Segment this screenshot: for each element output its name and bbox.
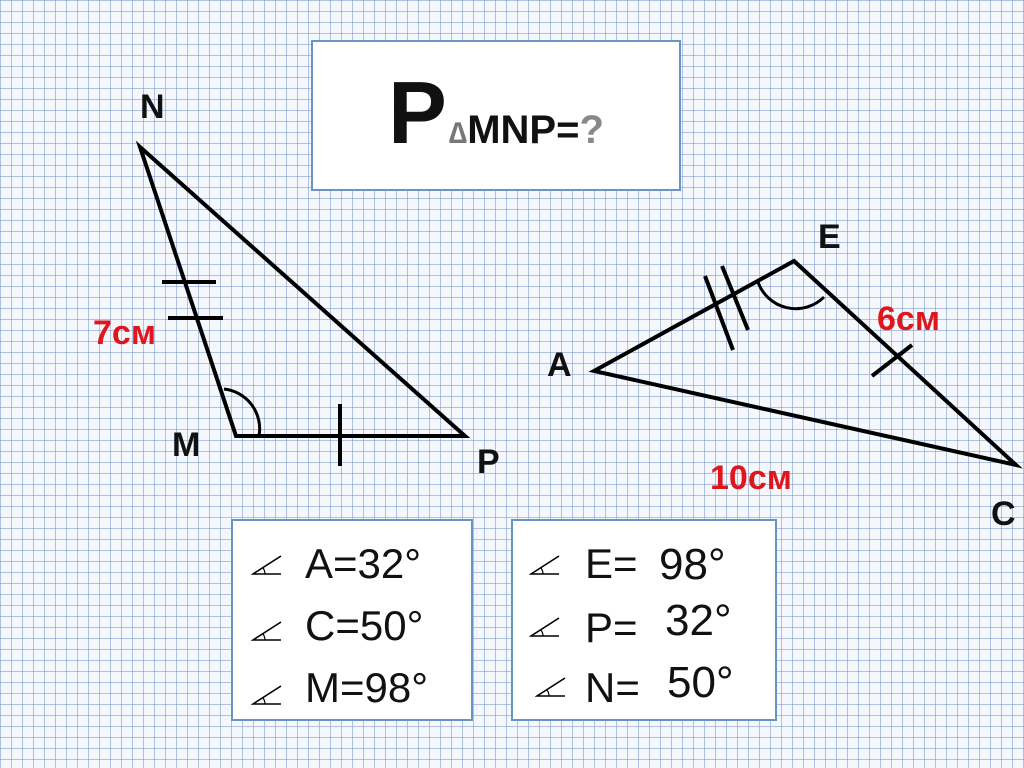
angle-icon bbox=[251, 685, 282, 705]
angle-row-p: P= 32° bbox=[513, 599, 775, 659]
angle-icon bbox=[529, 617, 560, 637]
side-length-nm: 7см bbox=[93, 314, 156, 352]
angle-answer: 50° bbox=[661, 661, 740, 705]
angle-text: M=98° bbox=[305, 664, 429, 711]
triangle-mnp bbox=[135, 140, 471, 438]
vertex-label-m: M bbox=[172, 426, 201, 464]
tick-ec bbox=[870, 343, 914, 378]
angle-icon bbox=[529, 555, 560, 575]
tick-ae-1 bbox=[703, 275, 735, 351]
title-box: P∆MNP=? bbox=[311, 40, 681, 191]
side-length-ec: 6см bbox=[877, 300, 940, 338]
angle-icon bbox=[251, 621, 282, 641]
angle-icon bbox=[251, 555, 282, 575]
angle-row-m: M=98° bbox=[233, 661, 471, 721]
angle-row-c: C=50° bbox=[233, 599, 471, 659]
angle-text: N= bbox=[585, 664, 640, 711]
given-angles-box: A=32° C=50° M=98° bbox=[231, 519, 473, 721]
vertex-label-c: C bbox=[991, 495, 1016, 533]
angle-arc-e bbox=[756, 281, 826, 311]
angle-text: P= bbox=[585, 604, 638, 651]
vertex-label-e: E bbox=[818, 218, 841, 256]
found-angles-box: E= 98° P= 32° N= 50° bbox=[511, 519, 777, 721]
triangle-aec bbox=[588, 258, 1023, 469]
angle-text: A=32° bbox=[305, 540, 422, 587]
angle-row-a: A=32° bbox=[233, 539, 471, 599]
angle-answer: 98° bbox=[653, 543, 732, 587]
angle-row-e: E= 98° bbox=[513, 539, 775, 599]
vertex-label-p: P bbox=[477, 443, 500, 481]
angle-icon bbox=[535, 677, 566, 697]
angle-row-n: N= 50° bbox=[513, 661, 775, 721]
side-length-ac: 10см bbox=[710, 459, 792, 497]
vertex-label-n: N bbox=[140, 88, 165, 126]
title-triangle-name: MNP= bbox=[467, 108, 580, 152]
angle-text: C=50° bbox=[305, 602, 424, 649]
tick-ae-2 bbox=[720, 265, 750, 331]
title-question-mark: ? bbox=[579, 108, 604, 152]
title-perimeter-symbol: P bbox=[388, 63, 449, 162]
angle-answer: 32° bbox=[659, 599, 738, 643]
angle-text: E= bbox=[585, 540, 638, 587]
title-formula: P∆MNP=? bbox=[313, 62, 679, 164]
angle-arc-m bbox=[223, 387, 262, 437]
vertex-label-a: A bbox=[547, 346, 572, 384]
title-delta-symbol: ∆ bbox=[448, 117, 468, 150]
